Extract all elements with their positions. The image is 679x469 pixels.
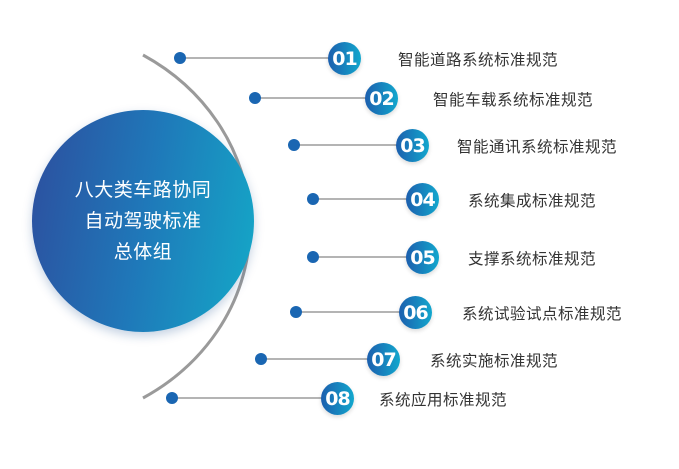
item-number-badge-02: 02 (365, 82, 398, 115)
center-title-line-1: 八大类车路协同 (74, 178, 212, 201)
item-number-badge-06: 06 (399, 296, 432, 329)
arc-dot-03 (288, 139, 300, 151)
center-title-line-3: 总体组 (113, 240, 173, 263)
item-number-badge-05: 05 (406, 241, 439, 274)
item-label-01: 智能道路系统标准规范 (398, 51, 559, 69)
item-number-badge-04: 04 (406, 183, 439, 216)
item-label-03: 智能通讯系统标准规范 (457, 138, 618, 156)
arc-dot-01 (174, 52, 186, 64)
arc-dot-07 (255, 353, 267, 365)
arc-dot-02 (249, 92, 261, 104)
item-number-badge-03: 03 (396, 129, 429, 162)
item-number-badge-08: 08 (321, 382, 354, 415)
arc-dot-05 (307, 251, 319, 263)
center-circle: 八大类车路协同 自动驾驶标准 总体组 (32, 110, 254, 332)
item-label-04: 系统集成标准规范 (468, 192, 597, 210)
item-number-badge-07: 07 (367, 343, 400, 376)
item-label-05: 支撑系统标准规范 (468, 250, 597, 268)
arc-dot-08 (166, 392, 178, 404)
item-label-07: 系统实施标准规范 (430, 352, 559, 370)
item-number-badge-01: 01 (328, 42, 361, 75)
arc-dot-04 (307, 193, 319, 205)
arc-dot-06 (290, 306, 302, 318)
item-label-06: 系统试验试点标准规范 (462, 305, 623, 323)
center-title-line-2: 自动驾驶标准 (84, 209, 202, 232)
item-label-02: 智能车载系统标准规范 (433, 91, 594, 109)
item-label-08: 系统应用标准规范 (379, 391, 508, 409)
